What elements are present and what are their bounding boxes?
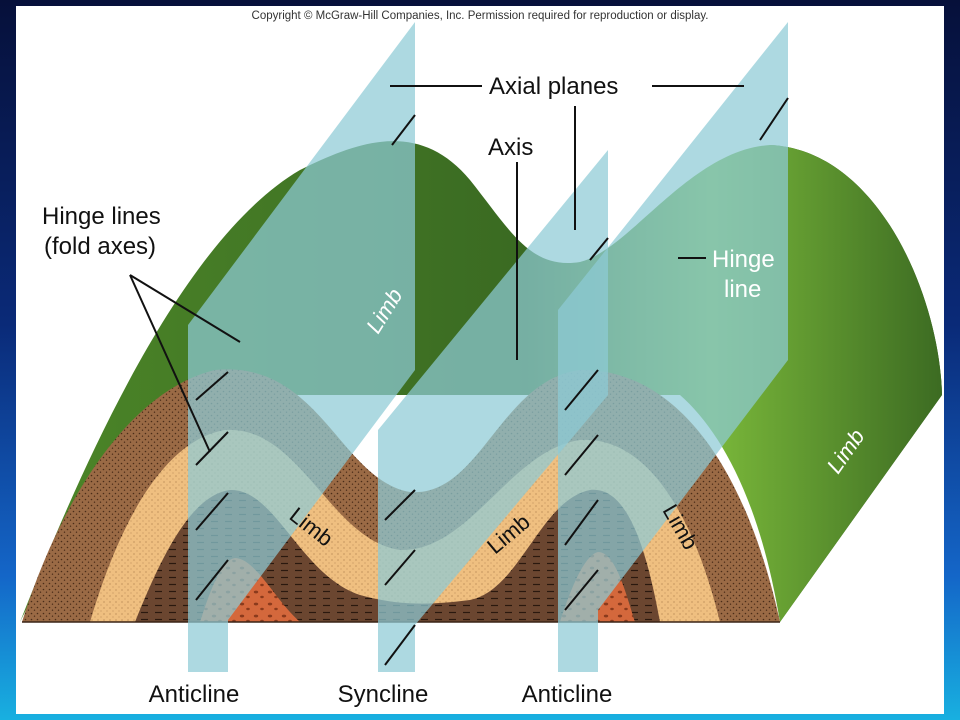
- hinge-line-left-3: [195, 492, 229, 531]
- axial-plane-middle: [378, 150, 608, 672]
- hinge-line-right-3: [564, 499, 599, 546]
- hinge-line-left-top: [391, 114, 416, 146]
- hinge-line-right-top: [759, 97, 789, 141]
- hinge-line-right-4: [564, 569, 599, 611]
- leader-lines: [129, 85, 744, 453]
- hinge-line-left-2: [195, 431, 229, 466]
- leader-hinge-lines-a: [129, 274, 241, 343]
- axial-plane-left: [188, 22, 415, 672]
- hinge-line-right-2: [564, 434, 599, 476]
- label-axis: Axis: [488, 134, 533, 161]
- hinge-line-left-1: [195, 371, 229, 401]
- axial-plane-right: [558, 22, 788, 672]
- hinge-lines: [195, 97, 789, 666]
- label-anticline-right: Anticline: [522, 681, 613, 708]
- hinge-line-mid-3: [384, 624, 416, 666]
- label-syncline: Syncline: [338, 681, 429, 708]
- hinge-line-right-1: [564, 369, 599, 411]
- hinge-line-mid-1: [384, 489, 416, 521]
- label-axial-planes: Axial planes: [489, 73, 618, 100]
- copyright-text: Copyright © McGraw-Hill Companies, Inc. …: [252, 10, 709, 22]
- hinge-line-mid-2: [384, 549, 416, 586]
- leader-hinge-lines-b: [129, 274, 211, 453]
- axial-planes: [188, 22, 788, 672]
- label-hinge-line-2: line: [724, 276, 761, 303]
- hinge-line-mid-top: [589, 237, 609, 261]
- label-anticline-left: Anticline: [149, 681, 240, 708]
- label-hinge-line-1: Hinge: [712, 246, 775, 273]
- label-hinge-lines-2: (fold axes): [44, 233, 156, 260]
- hinge-line-left-4: [195, 559, 229, 601]
- label-hinge-lines-1: Hinge lines: [42, 203, 161, 230]
